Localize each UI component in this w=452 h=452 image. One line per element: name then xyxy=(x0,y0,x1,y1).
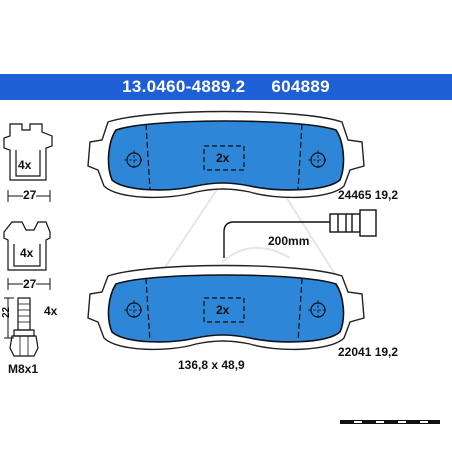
bolt-length: 22 xyxy=(1,306,12,318)
clip-bottom-drawing xyxy=(3,221,51,290)
clip-top-quantity: 4x xyxy=(18,158,32,172)
pad-bottom-friction-material xyxy=(107,274,345,343)
clip-bottom-quantity: 4x xyxy=(20,246,34,260)
part-number: 13.0460-4889.2 xyxy=(122,77,246,96)
scale-bar xyxy=(340,420,440,424)
clip-top-width: 27 xyxy=(23,188,37,202)
bolt-thread: M8x1 xyxy=(8,362,39,376)
pad-top-friction-material xyxy=(107,120,345,191)
pad-bottom-spec: 22041 19,2 xyxy=(338,345,399,359)
product-header-bar: 13.0460-4889.2 604889 xyxy=(0,74,452,100)
wear-sensor xyxy=(223,209,377,258)
clip-bottom-width: 27 xyxy=(23,277,37,291)
pad-bottom-quantity: 2x xyxy=(216,303,230,317)
pad-dimensions: 136,8 x 48,9 xyxy=(178,358,245,372)
reference-number: 604889 xyxy=(271,77,330,96)
bolt-quantity: 4x xyxy=(44,304,58,318)
pad-top-quantity: 2x xyxy=(216,151,230,165)
bolt-drawing xyxy=(4,297,39,357)
brake-pad-bottom xyxy=(87,264,365,351)
pad-top-spec: 24465 19,2 xyxy=(338,188,399,202)
brake-pad-top xyxy=(87,110,365,199)
wear-sensor-length: 200mm xyxy=(268,234,310,248)
